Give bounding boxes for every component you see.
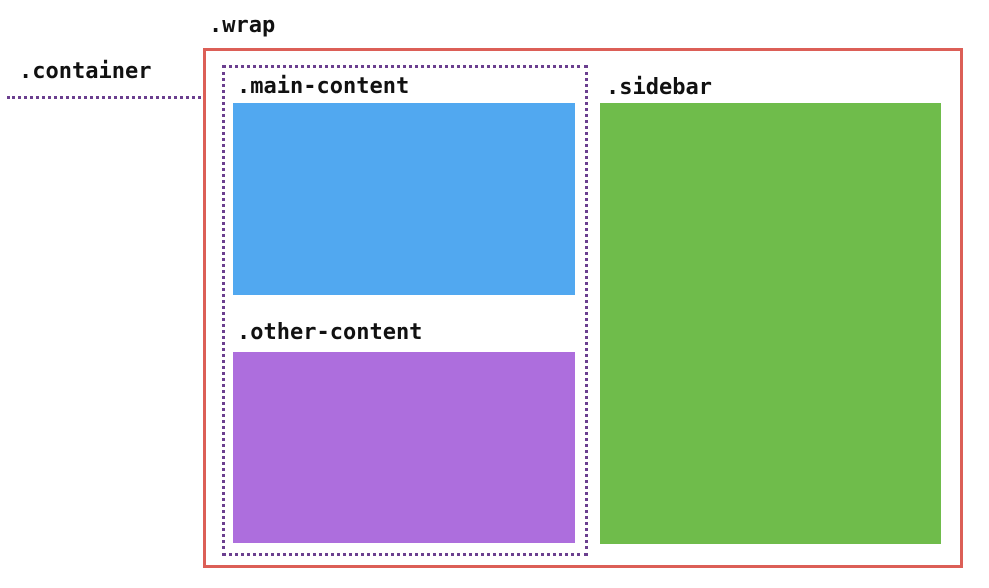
- other-content-box: [233, 352, 575, 543]
- wrap-label: .wrap: [209, 13, 276, 38]
- container-pointer-line: [7, 96, 218, 99]
- wrap-box: .main-content .other-content .sidebar: [203, 48, 963, 568]
- main-content-label: .main-content: [237, 74, 410, 99]
- container-label: .container: [19, 59, 152, 84]
- container-box: .main-content .other-content: [222, 65, 588, 556]
- sidebar-box: [600, 103, 941, 544]
- main-content-box: [233, 103, 575, 295]
- other-content-label: .other-content: [237, 320, 423, 345]
- sidebar-label: .sidebar: [606, 75, 712, 100]
